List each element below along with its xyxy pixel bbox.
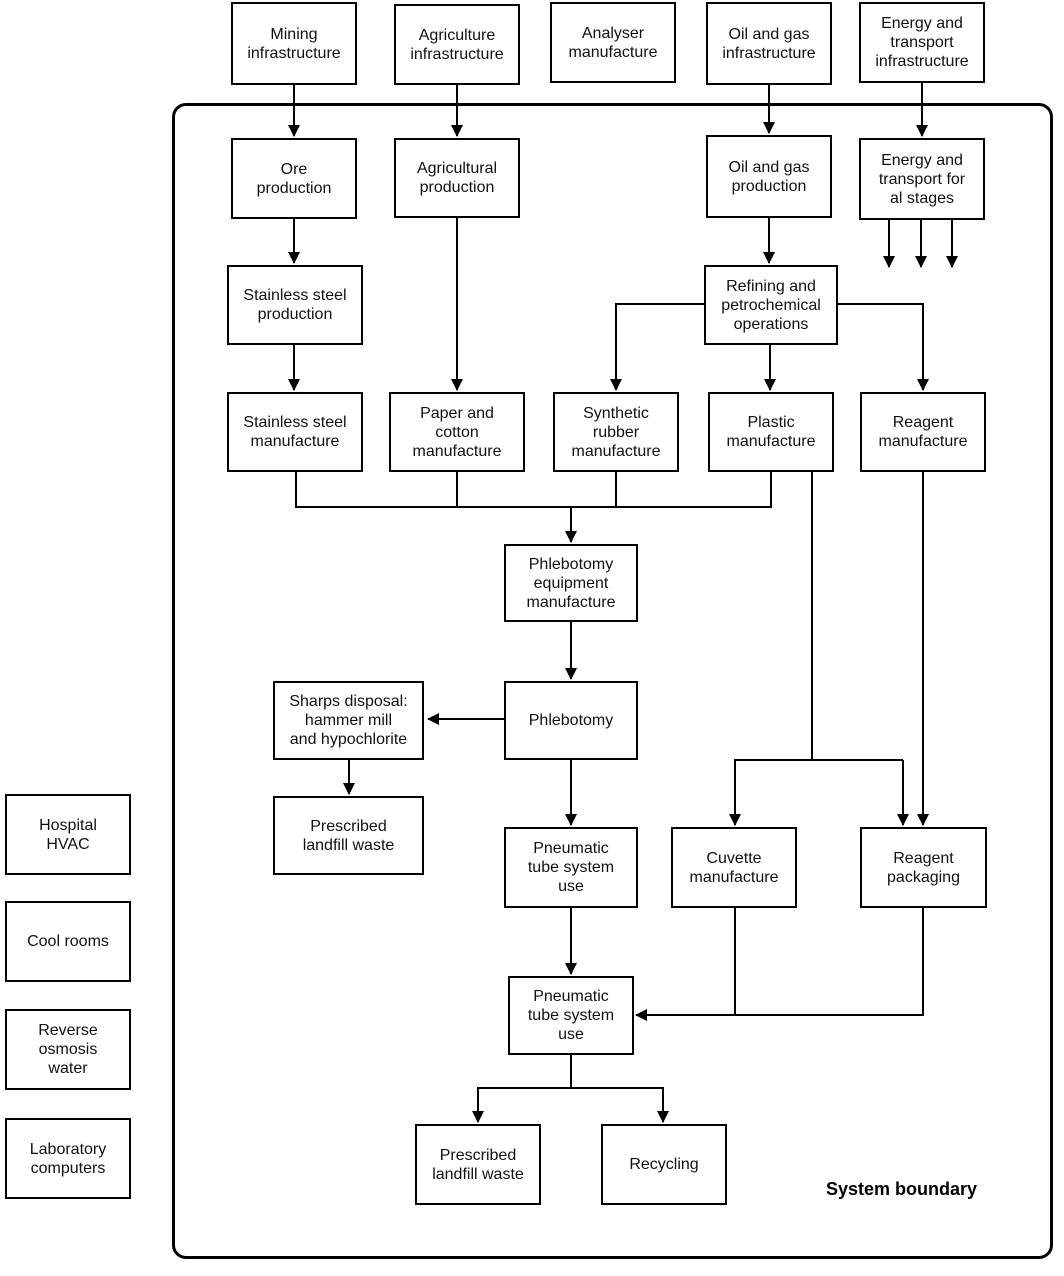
energy-transport-infrastructure-box: Energy and transport infrastructure [859,2,985,83]
cool-rooms-label: Cool rooms [27,933,109,950]
ore-production-label: Ore production [256,160,332,197]
arrow-plastic-to-cuvette [729,759,903,826]
reverse-osmosis-water-box: Reverse osmosis water [5,1009,131,1090]
stainless-steel-manufacture-label: Stainless steel manufacture [243,414,347,450]
paper-cotton-manufacture-label: Paper and cotton manufacture [412,404,502,460]
phlebotomy-equipment-manufacture-box: Phlebotomy equipment manufacture [504,544,638,622]
refining-petrochemical-label: Refining and petrochemical operations [721,277,821,333]
reverse-osmosis-water-label: Reverse osmosis water [38,1022,98,1077]
system-boundary-label: System boundary [826,1179,978,1199]
energy-transport-infrastructure-label: Energy and transport infrastructure [875,15,969,70]
refining-petrochemical-box: Refining and petrochemical operations [704,265,838,345]
stainless-steel-production-label: Stainless steel production [243,287,347,323]
arrow-refining-to-reagent [838,303,929,391]
synthetic-rubber-manufacture-box: Synthetic rubber manufacture [553,392,679,472]
oil-gas-infrastructure-box: Oil and gas infrastructure [706,2,832,85]
arrow-reagentpack-to-pts2 [635,908,924,1021]
sharps-disposal-box: Sharps disposal: hammer mill and hypochl… [273,681,424,760]
pneumatic-tube-system-use-box-1: Pneumatic tube system use [504,827,638,908]
pneumatic-tube-system-use-label-1: Pneumatic tube system use [527,840,615,895]
reagent-manufacture-label: Reagent manufacture [878,414,968,450]
phlebotomy-equipment-manufacture-label: Phlebotomy equipment manufacture [526,555,616,611]
ore-production-box: Ore production [231,138,357,219]
sharps-disposal-label: Sharps disposal: hammer mill and hypochl… [289,693,408,748]
agricultural-production-box: Agricultural production [394,138,520,218]
plastic-manufacture-box: Plastic manufacture [708,392,834,472]
hospital-hvac-box: Hospital HVAC [5,794,131,875]
stainless-steel-manufacture-box: Stainless steel manufacture [227,392,363,472]
pneumatic-tube-system-use-box-2: Pneumatic tube system use [508,976,634,1055]
phlebotomy-box: Phlebotomy [504,681,638,760]
pneumatic-tube-system-use-label-2: Pneumatic tube system use [527,988,615,1043]
arrow-pts2-to-landfill [472,1055,572,1123]
hospital-hvac-label: Hospital HVAC [39,816,97,853]
prescribed-landfill-waste-label-1: Prescribed landfill waste [302,817,395,854]
plastic-manufacture-label: Plastic manufacture [726,414,816,450]
agriculture-infrastructure-box: Agriculture infrastructure [394,4,520,85]
prescribed-landfill-waste-box-1: Prescribed landfill waste [273,796,424,875]
arrow-pts2-to-recycling [571,1087,669,1123]
arrow-refining-to-rubber [610,303,704,391]
stainless-steel-production-box: Stainless steel production [227,265,363,345]
cuvette-manufacture-label: Cuvette manufacture [689,849,779,886]
oil-gas-production-box: Oil and gas production [706,135,832,218]
energy-transport-all-stages-box: Energy and transport for al stages [859,138,985,220]
energy-transport-all-stages-label: Energy and transport for al stages [878,151,966,207]
analyser-manufacture-box: Analyser manufacture [550,2,676,83]
reagent-manufacture-box: Reagent manufacture [860,392,986,472]
agriculture-infrastructure-label: Agriculture infrastructure [410,26,504,63]
oil-gas-production-label: Oil and gas production [728,158,810,195]
laboratory-computers-box: Laboratory computers [5,1118,131,1199]
laboratory-computers-label: Laboratory computers [29,1140,107,1177]
analyser-manufacture-label: Analyser manufacture [568,24,658,61]
cuvette-manufacture-box: Cuvette manufacture [671,827,797,908]
mining-infrastructure-label: Mining infrastructure [247,25,341,62]
mining-infrastructure-box: Mining infrastructure [231,2,357,85]
reagent-packaging-box: Reagent packaging [860,827,987,908]
line-manufacture-merge [295,472,772,508]
synthetic-rubber-manufacture-label: Synthetic rubber manufacture [571,404,661,460]
system-boundary [172,103,1053,1259]
paper-cotton-manufacture-box: Paper and cotton manufacture [389,392,525,472]
phlebotomy-label: Phlebotomy [528,712,614,729]
cool-rooms-box: Cool rooms [5,901,131,982]
prescribed-landfill-waste-label-2: Prescribed landfill waste [432,1146,524,1183]
recycling-label: Recycling [629,1156,699,1173]
agricultural-production-label: Agricultural production [416,160,498,196]
prescribed-landfill-waste-box-2: Prescribed landfill waste [415,1124,541,1205]
oil-gas-infrastructure-label: Oil and gas infrastructure [722,25,816,62]
recycling-box: Recycling [601,1124,727,1205]
reagent-packaging-label: Reagent packaging [887,849,960,886]
